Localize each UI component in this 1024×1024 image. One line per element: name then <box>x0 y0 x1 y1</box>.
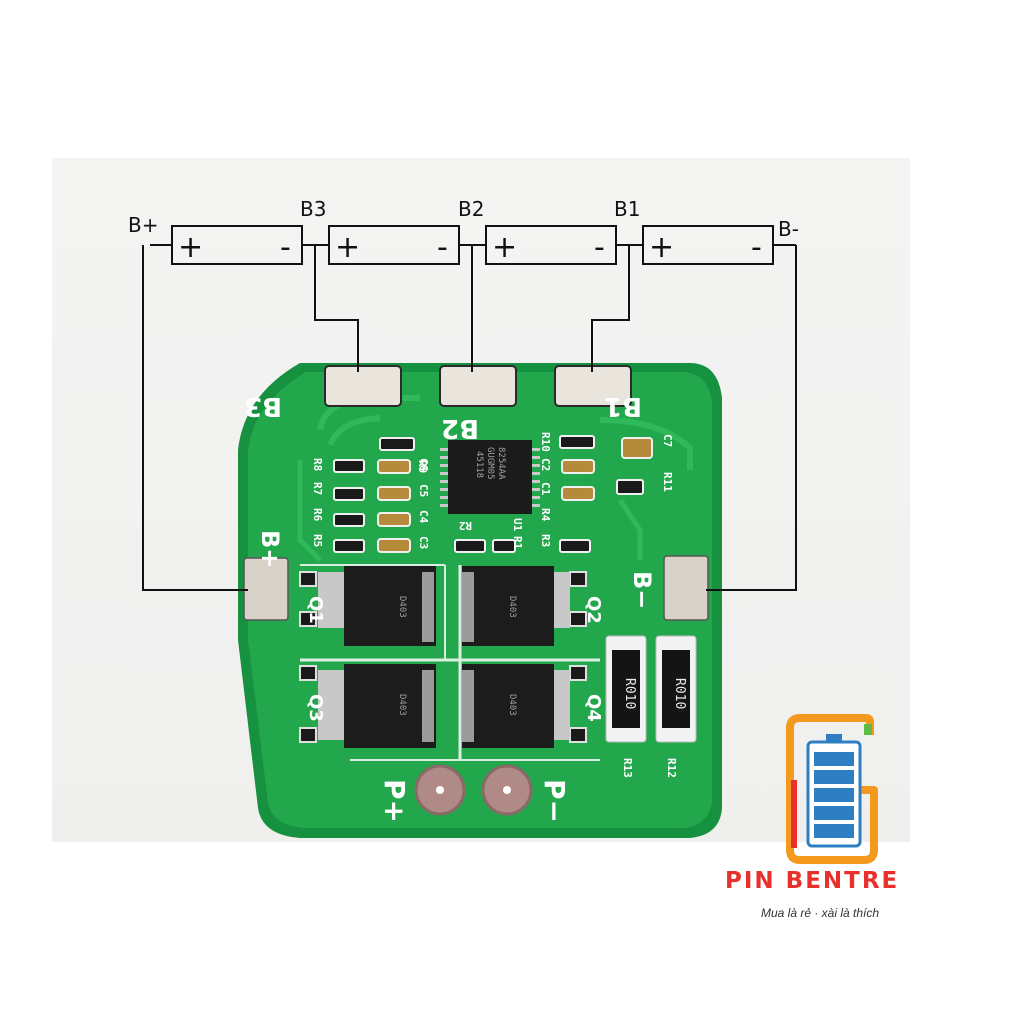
label-r1: R1 <box>511 536 524 550</box>
cell-2-minus: - <box>437 230 448 265</box>
label-q3: Q3 <box>305 694 326 722</box>
diagram-label-b-plus: B+ <box>128 213 158 237</box>
label-q2: Q2 <box>583 596 604 624</box>
label-c4: C4 <box>417 510 430 524</box>
label-r4: R4 <box>539 508 552 522</box>
label-u1: U1 <box>511 518 524 532</box>
label-r2: R2 <box>459 519 472 532</box>
cell-4-plus: + <box>649 230 674 265</box>
brand-logo-icon <box>786 714 878 864</box>
ic-u1 <box>440 440 540 514</box>
photo-top-background <box>0 0 1024 160</box>
pad-label-b3: B3 <box>244 391 282 421</box>
cell-3-plus: + <box>492 230 517 265</box>
diagram-label-b1: B1 <box>614 197 640 221</box>
diagram-label-b-minus: B- <box>778 217 799 241</box>
label-r9: R9 <box>416 460 429 473</box>
mosfet-group <box>299 566 587 748</box>
cell-2-plus: + <box>335 230 360 265</box>
label-c6: C6 <box>417 458 430 472</box>
chip-marking-1: 8254AA <box>496 447 506 480</box>
mosfet-marking-q3: D403 <box>397 694 407 716</box>
label-r12: R12 <box>665 758 678 778</box>
mosfet-marking-q1: D403 <box>397 596 407 618</box>
label-r11: R11 <box>661 472 674 492</box>
cell-3-minus: - <box>594 230 605 265</box>
smd-left-group <box>333 437 415 553</box>
pad-label-b-plus: B+ <box>256 530 284 568</box>
label-c3: C3 <box>417 536 430 549</box>
label-q1: Q1 <box>305 596 326 624</box>
diagram-label-b3: B3 <box>300 197 326 221</box>
pad-label-b-minus: B− <box>628 571 656 609</box>
shunt-marking-r12: R010 <box>672 678 687 709</box>
chip-marking-3: 45118 <box>474 451 484 478</box>
pad-label-b2: B2 <box>441 413 479 443</box>
cell-1-minus: - <box>280 230 291 265</box>
label-r10: R10 <box>539 432 552 452</box>
chip-marking-2: GUGM05 <box>485 447 495 480</box>
pad-label-b1: B1 <box>604 391 642 421</box>
smd-right-group <box>454 435 653 553</box>
wiring-diagram <box>142 225 797 591</box>
label-r3: R3 <box>539 534 552 547</box>
brand-name: PIN BENTRE <box>725 868 900 894</box>
shunt-resistors <box>605 635 697 743</box>
label-q4: Q4 <box>583 694 604 722</box>
brand-tagline: Mua là rẻ · xài là thích <box>761 906 880 920</box>
mosfet-marking-q2: D403 <box>507 596 517 618</box>
label-c7: C7 <box>661 434 674 447</box>
diagram-label-b2: B2 <box>458 197 484 221</box>
label-p-minus: P− <box>538 779 571 823</box>
mosfet-marking-q4: D403 <box>507 694 517 716</box>
top-pads <box>324 365 632 407</box>
label-r13: R13 <box>621 758 634 778</box>
label-c1: C1 <box>539 482 552 496</box>
cell-1-plus: + <box>178 230 203 265</box>
label-c2: C2 <box>539 458 552 471</box>
output-terminals <box>414 764 533 816</box>
pad-b-minus <box>663 555 709 621</box>
label-r6: R6 <box>311 508 324 522</box>
label-p-plus: P+ <box>378 779 411 823</box>
label-r8: R8 <box>311 458 324 471</box>
label-c5: C5 <box>417 484 430 497</box>
label-r5: R5 <box>311 534 324 547</box>
label-r7: R7 <box>311 482 324 495</box>
shunt-marking-r13: R010 <box>622 678 637 709</box>
cell-4-minus: - <box>751 230 762 265</box>
